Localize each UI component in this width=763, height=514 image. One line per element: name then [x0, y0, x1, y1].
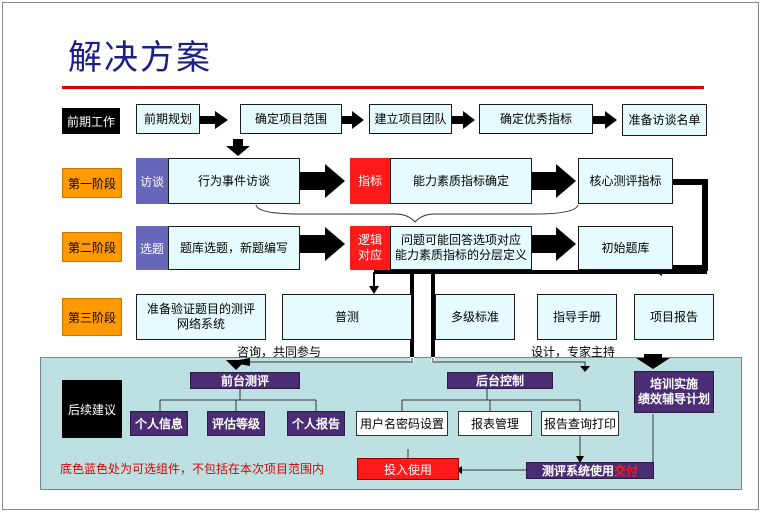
stage3-test-system-line1: 准备验证题目的测评 [146, 302, 255, 316]
stage1-tag-interview: 访谈 [136, 158, 168, 204]
stage2-tag-logic: 逻辑 对应 [350, 226, 390, 270]
stage3-test-system-line2: 网络系统 [176, 317, 225, 331]
stage3-guide-manual: 指导手册 [537, 294, 617, 340]
training-plan-line1: 培训实施 [649, 377, 698, 391]
stage2-tag-logic-line1: 逻辑 [357, 233, 382, 247]
page-title: 解决方案 [68, 38, 212, 78]
backend-password-setting: 用户名密码设置 [356, 411, 448, 436]
row-label-stage3: 第三阶段 [62, 298, 122, 336]
followup-right-caption: 设计，专家主持 [531, 345, 616, 359]
stage1-core-indicators: 核心测评指标 [578, 158, 673, 204]
front-personal-info: 个人信息 [130, 411, 188, 436]
stage1-behavior-interview: 行为事件访谈 [168, 158, 300, 204]
row-label-stage2: 第二阶段 [62, 232, 122, 262]
front-assessment-level: 评估等级 [207, 411, 265, 436]
stage2-arrows [300, 227, 576, 261]
stage2-initial-bank: 初始题库 [578, 226, 673, 270]
backend-control-header: 后台控制 [447, 372, 553, 389]
front-personal-report: 个人报告 [287, 411, 345, 436]
system-handover-text: 测评系统使用 [541, 464, 614, 478]
step-build-team: 建立项目团队 [369, 104, 452, 134]
put-into-use: 投入使用 [357, 458, 459, 480]
training-plan-line2: 绩效辅导计划 [637, 392, 710, 406]
title-underline [62, 86, 704, 89]
row-label-prework: 前期工作 [62, 108, 120, 134]
followup-left-caption: 咨询，共同参与 [237, 345, 322, 359]
stage2-tag-logic-line2: 对应 [357, 248, 382, 262]
row-label-followup: 后续建议 [62, 380, 122, 438]
stage3-test-system: 准备验证题目的测评 网络系统 [136, 294, 266, 340]
stage3-general-test: 普测 [282, 294, 412, 340]
backend-report-management: 报表管理 [458, 411, 532, 436]
training-plan: 培训实施 绩效辅导计划 [634, 371, 714, 413]
stage2-layered-definition-line1: 问题可能回答选项对应 [400, 233, 521, 247]
stage1-tag-indicator: 指标 [350, 158, 390, 204]
stage2-question-writing: 题库选题，新题编写 [168, 226, 300, 270]
step-define-scope: 确定项目范围 [240, 104, 342, 134]
step-excellence-indicators: 确定优秀指标 [479, 104, 593, 134]
stage1-arrows [300, 164, 576, 198]
step-early-planning: 前期规划 [136, 104, 200, 134]
system-handover: 测评系统使用交付 [526, 462, 654, 479]
stage2-layered-definition: 问题可能回答选项对应 能力素质指标的分层定义 [390, 226, 532, 270]
optional-components-note: 底色蓝色处为可选组件，不包括在本次项目范围内 [60, 462, 325, 476]
backend-report-query-print: 报告查询打印 [541, 411, 619, 436]
step-interview-list: 准备访谈名单 [622, 104, 707, 136]
stage2-layered-definition-line2: 能力素质指标的分层定义 [394, 248, 527, 262]
stage1-competency-indicators: 能力素质指标确定 [390, 158, 532, 204]
stage3-multilevel-standard: 多级标准 [435, 294, 515, 340]
system-handover-red: 交付 [614, 464, 639, 478]
front-assessment-header: 前台测评 [190, 372, 300, 389]
stage3-project-report: 项目报告 [634, 294, 714, 340]
prework-arrows [200, 111, 617, 156]
stage2-tag-select: 选题 [136, 226, 168, 270]
row-label-stage1: 第一阶段 [62, 168, 122, 198]
